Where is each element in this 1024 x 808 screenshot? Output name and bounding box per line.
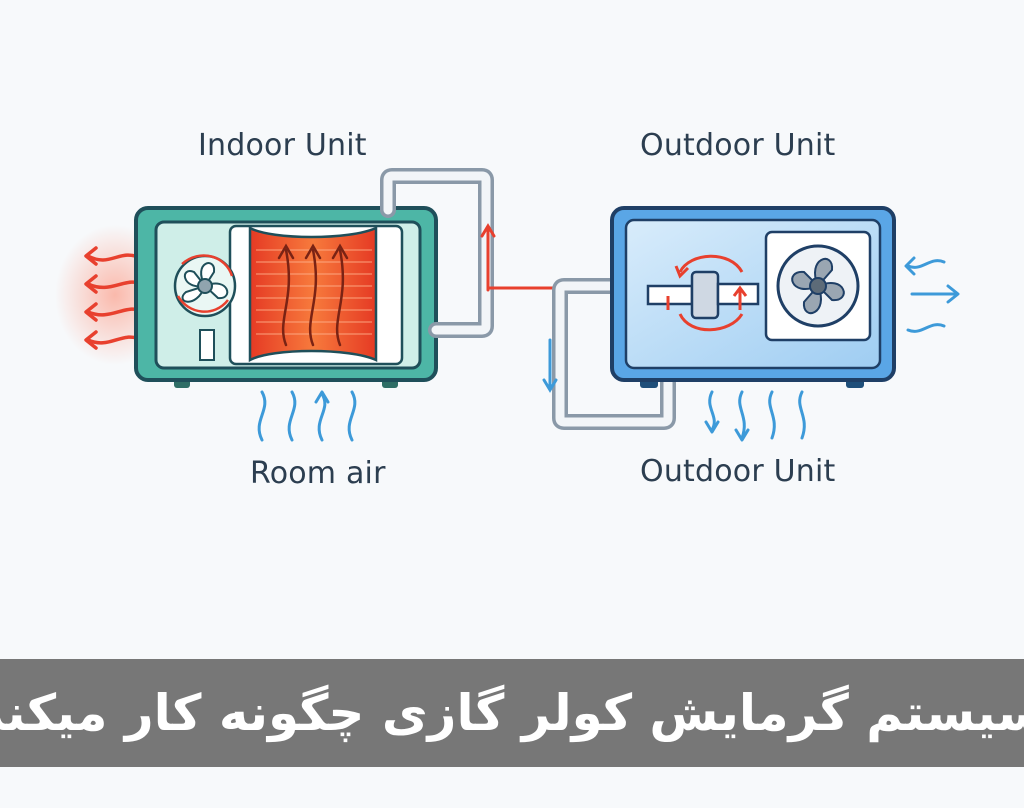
indoor-unit [134, 206, 438, 388]
indoor-fan-icon [173, 254, 237, 318]
cold-refrigerant-line [542, 338, 558, 393]
title-banner: سیستم گرمایش کولر گازی چگونه کار میکند [0, 659, 1024, 767]
outdoor-unit-bottom-label: Outdoor Unit [640, 454, 836, 489]
hot-air-out-arrows [84, 246, 147, 350]
outdoor-unit [610, 206, 896, 388]
heating-cycle-diagram [55, 168, 960, 442]
outdoor-unit-top-label: Outdoor Unit [640, 128, 836, 163]
outdoor-fan-icon [764, 230, 872, 342]
room-air-label: Room air [250, 456, 386, 491]
outdoor-air-arrows [904, 256, 960, 333]
outdoor-down-arrows [704, 390, 806, 442]
heat-coil-icon [248, 225, 378, 363]
banner-title: سیستم گرمایش کولر گازی چگونه کار میکند [0, 684, 1024, 742]
indoor-unit-label: Indoor Unit [198, 128, 367, 163]
room-air-arrows [257, 390, 357, 442]
compressor-icon [646, 254, 760, 332]
hot-refrigerant-line [480, 223, 558, 292]
outdoor-refrigerant-pipe [552, 278, 676, 430]
indoor-refrigerant-pipe [380, 168, 494, 338]
